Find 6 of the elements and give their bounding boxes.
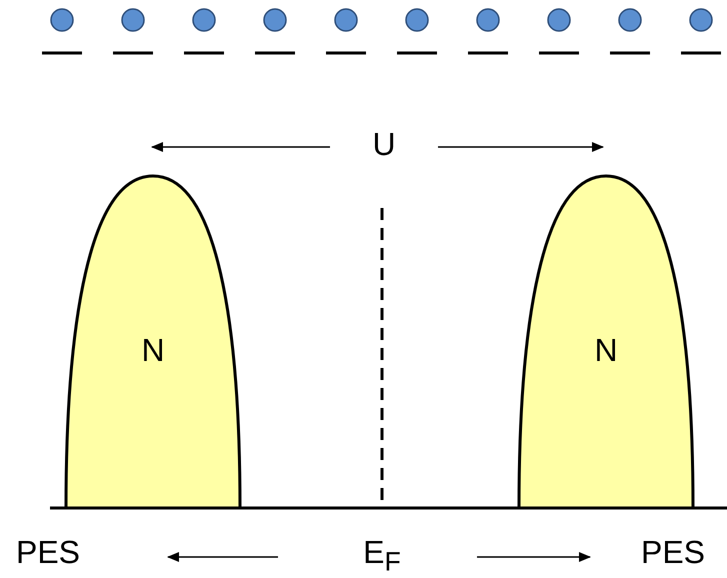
axis-label: PES xyxy=(640,536,706,568)
band-label: N xyxy=(593,334,619,366)
axis-label: PES xyxy=(16,536,80,568)
band-label: N xyxy=(140,334,166,366)
energy-gap-label: U xyxy=(372,128,396,160)
fermi-level-label: E$_{F}$ xyxy=(363,536,401,576)
